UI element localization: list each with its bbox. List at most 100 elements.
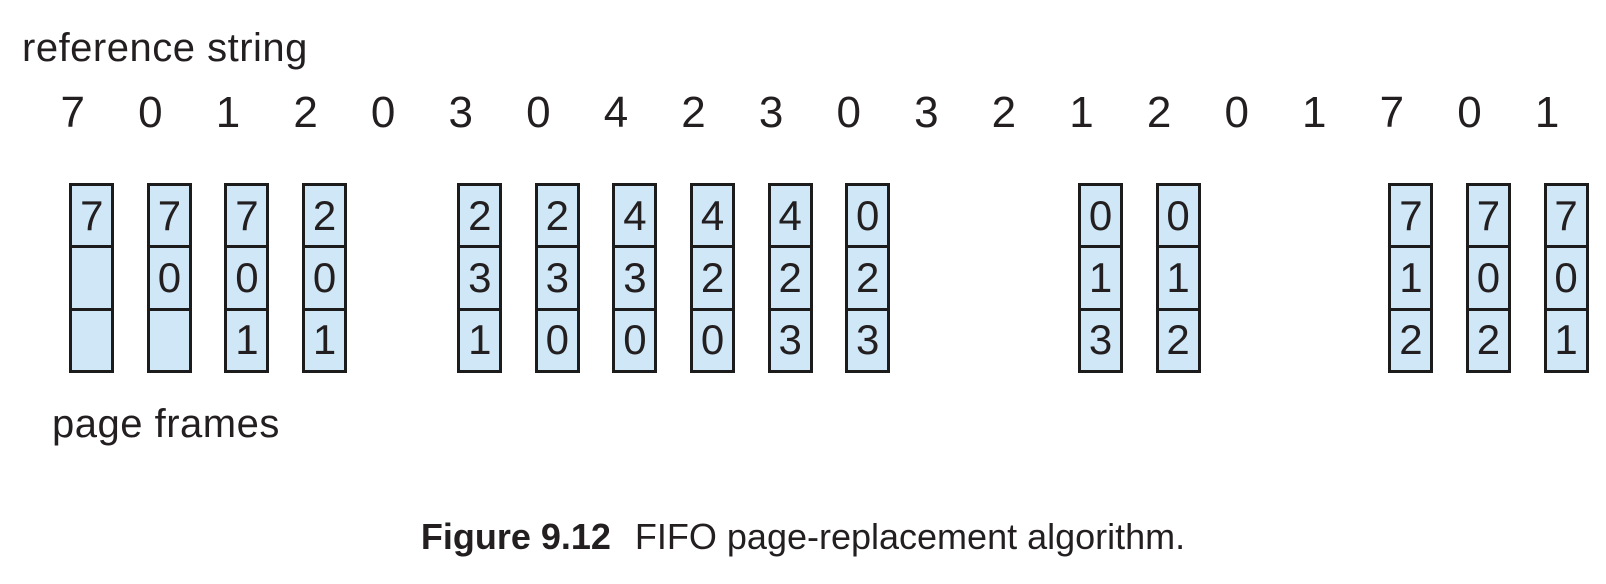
page-frame-cell: 4 xyxy=(623,191,647,239)
page-frame-cell: 3 xyxy=(1081,307,1121,370)
page-frame-cell: 2 xyxy=(693,245,733,307)
page-frame-cell: 2 xyxy=(1391,307,1431,370)
page-frame-cell: 0 xyxy=(693,307,733,370)
reference-number: 0 xyxy=(836,88,861,137)
page-frame-cell: 2 xyxy=(312,191,337,239)
page-frame-cell: 1 xyxy=(305,307,345,370)
page-frame-cell: 7 xyxy=(1399,191,1423,239)
page-frame-cell xyxy=(149,307,189,370)
reference-number: 0 xyxy=(526,88,551,137)
page-frame-cell: 0 xyxy=(1468,245,1508,307)
page-frame-cell: 3 xyxy=(537,245,577,307)
reference-string-label: reference string xyxy=(22,26,308,70)
page-frame-cell: 3 xyxy=(460,245,500,307)
page-frame-cell: 7 xyxy=(1476,191,1501,239)
frame-slot xyxy=(1295,183,1373,373)
reference-number: 0 xyxy=(1457,88,1482,137)
reference-number: 1 xyxy=(1302,88,1327,137)
reference-number: 7 xyxy=(60,88,86,137)
reference-number: 2 xyxy=(681,88,706,137)
frame-slot xyxy=(363,183,441,373)
reference-number: 1 xyxy=(215,88,241,137)
reference-number: 3 xyxy=(758,88,784,137)
page-frame-cell xyxy=(72,245,112,307)
page-frame-cell: 0 xyxy=(856,191,880,239)
page-frame-cell: 3 xyxy=(848,307,888,370)
page-frame-cell: 4 xyxy=(700,191,725,239)
reference-number: 0 xyxy=(370,88,396,137)
page-frame-cell: 1 xyxy=(1158,245,1198,307)
reference-number: 2 xyxy=(293,88,318,137)
frame-slot xyxy=(1217,183,1295,373)
page-frame-column: 7 xyxy=(69,183,115,373)
page-frame-cell: 0 xyxy=(537,307,577,370)
page-frame-cell: 7 xyxy=(1554,191,1578,239)
reference-number: 2 xyxy=(991,88,1017,137)
page-frame-cell: 2 xyxy=(1468,307,1508,370)
page-frame-cell: 3 xyxy=(770,307,810,370)
figure-caption-number: Figure 9.12 xyxy=(420,516,611,557)
reference-number: 3 xyxy=(914,88,939,137)
reference-number: 1 xyxy=(1069,88,1094,137)
page-frame-cell: 0 xyxy=(1088,191,1113,239)
page-frames-label: page frames xyxy=(52,402,280,446)
reference-number: 0 xyxy=(138,88,163,137)
page-frame-cell: 7 xyxy=(80,191,104,239)
page-frame-cell: 2 xyxy=(468,191,492,239)
page-frame-cell: 2 xyxy=(545,191,570,239)
reference-number: 3 xyxy=(448,88,473,137)
page-frame-cell: 0 xyxy=(305,245,345,307)
frame-slot xyxy=(984,183,1062,373)
page-frame-cell: 0 xyxy=(227,245,267,307)
figure-caption-text: FIFO page-replacement algorithm. xyxy=(634,516,1186,557)
reference-number: 0 xyxy=(1224,88,1249,137)
frame-slot xyxy=(907,183,985,373)
reference-number: 7 xyxy=(1379,88,1405,137)
page-frame-cell: 1 xyxy=(1081,245,1121,307)
page-frame-cell: 0 xyxy=(615,307,655,370)
page-frame-cell: 0 xyxy=(1166,191,1190,239)
reference-number: 1 xyxy=(1534,88,1560,137)
page-frame-cell: 0 xyxy=(1546,245,1586,307)
page-frame-cell: 1 xyxy=(1391,245,1431,307)
page-frame-cell: 2 xyxy=(770,245,810,307)
page-frame-cell: 1 xyxy=(227,307,267,370)
page-frame-cell: 7 xyxy=(235,191,259,239)
page-frame-cell: 2 xyxy=(1158,307,1198,370)
page-frame-cell: 0 xyxy=(149,245,189,307)
figure-caption: Figure 9.12 FIFO page-replacement algorit… xyxy=(0,516,1606,558)
page-frame-cell: 1 xyxy=(460,307,500,370)
frame-slot: 7 xyxy=(53,183,131,373)
page-frame-cell: 1 xyxy=(1546,307,1586,370)
page-frame-cell xyxy=(72,307,112,370)
